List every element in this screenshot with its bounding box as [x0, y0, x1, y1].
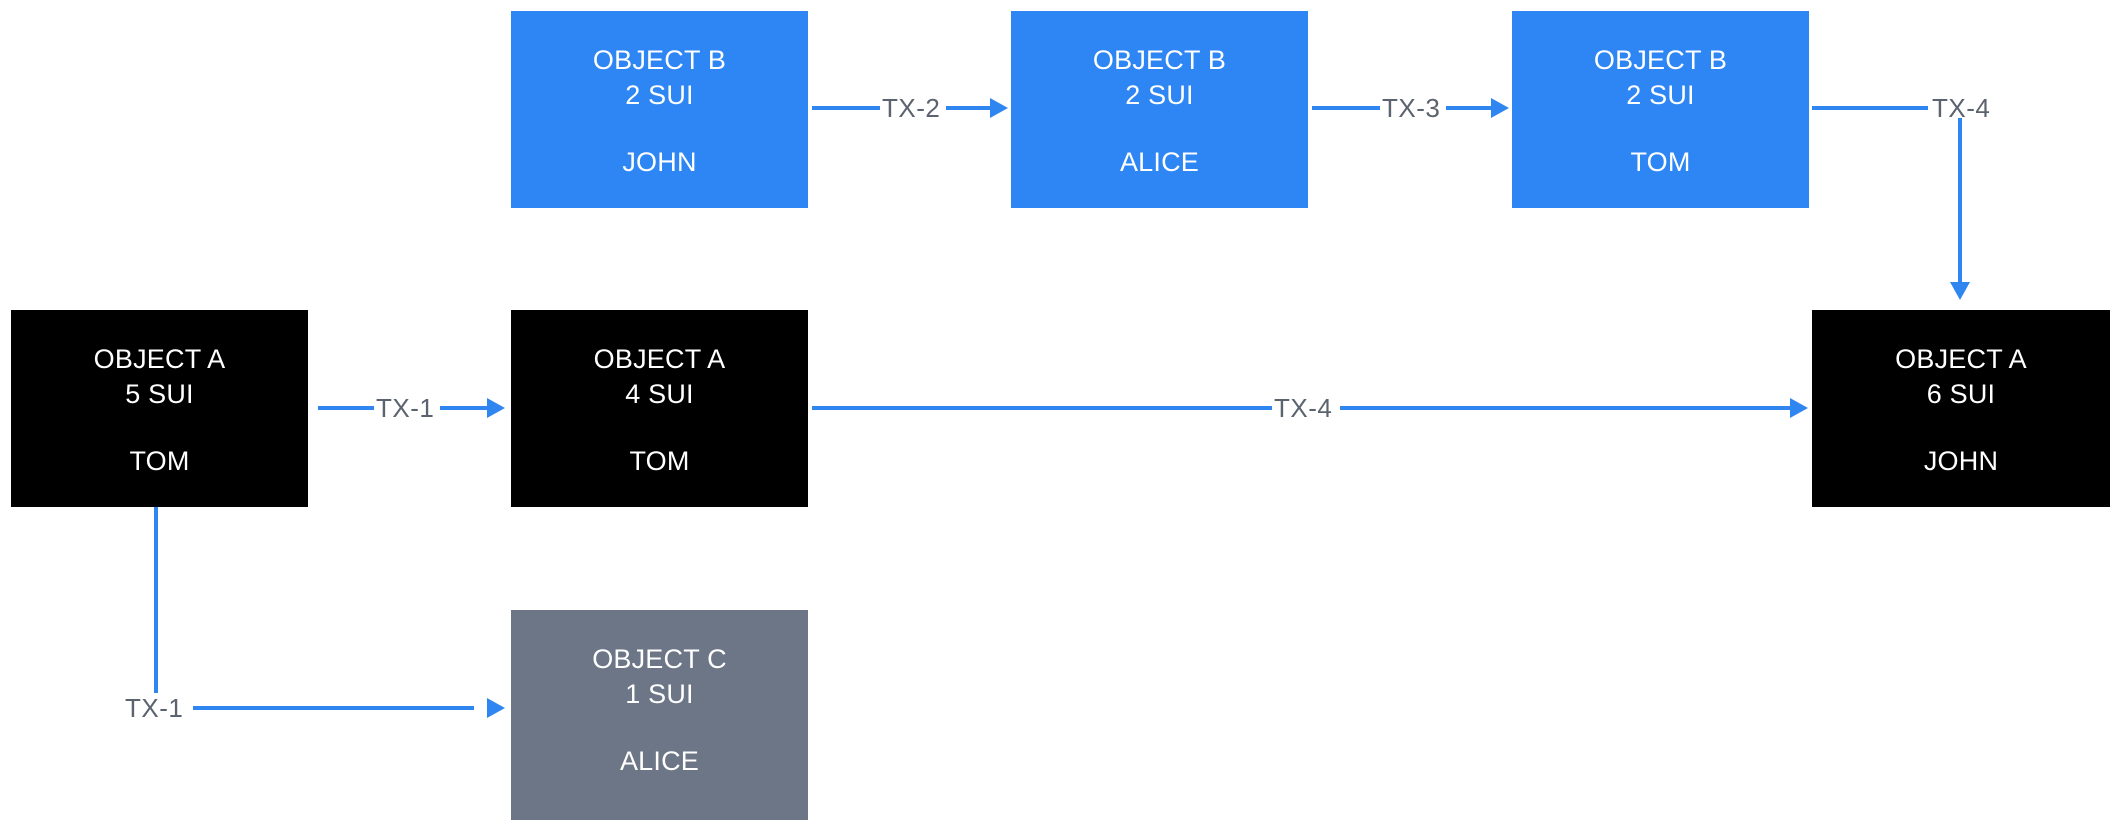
- object-c-amount: 1 SUI: [625, 679, 694, 710]
- tx3-label: TX-3: [1382, 93, 1441, 123]
- object-b-alice-header: OBJECT B 2 SUI: [1093, 43, 1226, 113]
- tx3-line-left: [1312, 106, 1380, 110]
- object-a4-name: OBJECT A: [593, 344, 726, 374]
- object-c-owner: ALICE: [619, 746, 700, 776]
- object-box-b-tom[interactable]: OBJECT B 2 SUI TOM: [1512, 11, 1809, 208]
- object-a5-name: OBJECT A: [93, 344, 226, 374]
- tx1a-arrowhead-icon: [487, 398, 505, 418]
- object-a5-amount: 5 SUI: [125, 379, 194, 410]
- tx2-arrowhead-icon: [990, 98, 1008, 118]
- tx4a-arrowhead-icon: [1790, 398, 1808, 418]
- tx2-label: TX-2: [882, 93, 941, 123]
- tx1c-line-vertical: [154, 507, 158, 693]
- object-box-a6[interactable]: OBJECT A 6 SUI JOHN: [1812, 310, 2110, 507]
- object-b-tom-amount: 2 SUI: [1626, 80, 1695, 111]
- object-a4-header: OBJECT A 4 SUI: [594, 342, 726, 412]
- object-a6-header: OBJECT A 6 SUI: [1895, 342, 2027, 412]
- tx1a-line-left: [318, 406, 374, 410]
- tx1c-line-horizontal: [193, 706, 474, 710]
- tx1c-arrowhead-icon: [487, 698, 505, 718]
- object-c-name: OBJECT C: [592, 644, 727, 674]
- tx4b-arrowhead-icon: [1950, 282, 1970, 300]
- object-b-tom-name: OBJECT B: [1593, 45, 1728, 75]
- tx3-arrowhead-icon: [1491, 98, 1509, 118]
- object-box-b-alice[interactable]: OBJECT B 2 SUI ALICE: [1011, 11, 1308, 208]
- object-box-c[interactable]: OBJECT C 1 SUI ALICE: [511, 610, 808, 820]
- tx2-line-right: [946, 106, 994, 110]
- object-b-alice-amount: 2 SUI: [1125, 80, 1194, 111]
- object-box-a5[interactable]: OBJECT A 5 SUI TOM: [11, 310, 308, 507]
- object-b-john-header: OBJECT B 2 SUI: [593, 43, 726, 113]
- object-b-john-name: OBJECT B: [592, 45, 727, 75]
- tx1c-label: TX-1: [125, 693, 184, 723]
- tx2-line-left: [812, 106, 880, 110]
- object-a5-header: OBJECT A 5 SUI: [94, 342, 226, 412]
- object-box-a4[interactable]: OBJECT A 4 SUI TOM: [511, 310, 808, 507]
- object-b-john-owner: JOHN: [622, 147, 697, 177]
- tx4b-line-horizontal: [1812, 106, 1928, 110]
- tx4a-label: TX-4: [1274, 393, 1333, 423]
- object-a4-amount: 4 SUI: [625, 379, 694, 410]
- object-c-header: OBJECT C 1 SUI: [592, 642, 727, 712]
- object-a4-owner: TOM: [629, 446, 690, 476]
- object-box-b-john[interactable]: OBJECT B 2 SUI JOHN: [511, 11, 808, 208]
- object-a6-owner: JOHN: [1923, 446, 1999, 476]
- tx1a-line-right: [440, 406, 488, 410]
- object-b-alice-name: OBJECT B: [1092, 45, 1227, 75]
- object-b-john-amount: 2 SUI: [625, 80, 694, 111]
- object-a6-name: OBJECT A: [1895, 344, 2027, 374]
- object-b-tom-owner: TOM: [1630, 147, 1691, 177]
- tx4a-line-left: [812, 406, 1272, 410]
- tx4a-line-right: [1340, 406, 1792, 410]
- object-a6-amount: 6 SUI: [1926, 379, 1996, 410]
- object-a5-owner: TOM: [129, 446, 190, 476]
- object-b-tom-header: OBJECT B 2 SUI: [1594, 43, 1727, 113]
- tx3-line-right: [1446, 106, 1494, 110]
- tx4b-label: TX-4: [1932, 93, 1991, 123]
- tx4b-line-vertical: [1958, 118, 1962, 284]
- tx1a-label: TX-1: [376, 393, 435, 423]
- object-b-alice-owner: ALICE: [1119, 147, 1200, 177]
